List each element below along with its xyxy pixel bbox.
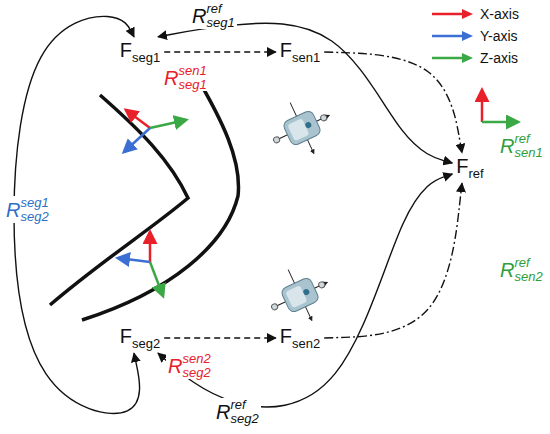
imu-sensor xyxy=(260,257,339,334)
frame-letter: F xyxy=(120,39,132,61)
legend-entry: Y-axis xyxy=(430,28,518,44)
frame-label: Fsen2 xyxy=(276,323,324,353)
rotation-label: Rrefseg1 xyxy=(190,2,237,29)
transform-connector xyxy=(14,16,140,413)
frame-label: Fsen1 xyxy=(276,37,324,67)
rotation-symbol: R xyxy=(6,199,20,221)
rotation-index: sen2 xyxy=(514,270,542,284)
frame-letter: F xyxy=(456,155,468,177)
limb-outline xyxy=(50,95,188,305)
transform-connector xyxy=(164,51,276,52)
rotation-indices: refsen1 xyxy=(514,132,542,159)
rotation-index: ref xyxy=(514,132,542,146)
rotation-index: seg2 xyxy=(230,412,258,426)
legend-text: Y-axis xyxy=(480,28,518,44)
frame-letter: F xyxy=(280,325,292,347)
frame-label: Fseg2 xyxy=(116,323,164,353)
transform-connector xyxy=(324,52,462,153)
legend-text: X-axis xyxy=(480,6,519,22)
frame-name: Fsen1 xyxy=(280,39,320,61)
rotation-label: Rrefsen2 xyxy=(498,256,545,283)
rotation-label: Rsen1seg1 xyxy=(162,64,209,91)
rotation-index: ref xyxy=(206,2,234,16)
frame-subscript: seg1 xyxy=(132,50,160,65)
rotation-indices: refseg2 xyxy=(230,398,258,425)
rotation-index: seg2 xyxy=(182,366,210,380)
frame-subscript: sen1 xyxy=(292,50,320,65)
rotation-index: seg1 xyxy=(20,196,48,210)
rotation-index: sen2 xyxy=(182,352,210,366)
rotation-index: ref xyxy=(230,398,258,412)
rotation-label: Rsen2seg2 xyxy=(166,352,213,379)
rotation-symbol: R xyxy=(500,135,514,157)
frame-label: Fref xyxy=(452,153,487,183)
rotation-indices: seg1seg2 xyxy=(20,196,48,223)
frame-subscript: ref xyxy=(469,166,484,181)
legend-arrow xyxy=(430,8,474,20)
transform-connector xyxy=(158,174,452,407)
rotation-index: sen1 xyxy=(514,146,542,160)
frame-name: Fseg2 xyxy=(120,325,160,347)
imu-sensor xyxy=(262,90,341,167)
limb-outline xyxy=(82,74,239,320)
reference-axes xyxy=(482,90,518,122)
rotation-label: Rrefseg2 xyxy=(214,398,261,425)
rotation-indices: refsen2 xyxy=(514,256,542,283)
frame-label: Fseg1 xyxy=(116,37,164,67)
rotation-index: seg2 xyxy=(20,210,48,224)
transform-connector xyxy=(158,23,452,163)
legend-text: Z-axis xyxy=(480,50,518,66)
frame-subscript: sen2 xyxy=(292,336,320,351)
legend-arrow xyxy=(430,30,474,42)
transform-connector xyxy=(164,337,276,338)
legend-entry: X-axis xyxy=(430,6,519,22)
rotation-symbol: R xyxy=(500,259,514,281)
rotation-indices: sen2seg2 xyxy=(182,352,210,379)
frame-subscript: seg2 xyxy=(132,336,160,351)
rotation-symbol: R xyxy=(168,355,182,377)
segment1-axes xyxy=(124,110,186,152)
rotation-index: ref xyxy=(514,256,542,270)
rotation-symbol: R xyxy=(192,5,206,27)
rotation-index: seg1 xyxy=(206,16,234,30)
rotation-label: Rrefsen1 xyxy=(498,132,545,159)
legend-entry: Z-axis xyxy=(430,50,518,66)
rotation-symbol: R xyxy=(164,67,178,89)
rotation-symbol: R xyxy=(216,401,230,423)
rotation-label: Rseg1seg2 xyxy=(4,196,51,223)
segment2-axes xyxy=(118,232,163,296)
frame-letter: F xyxy=(120,325,132,347)
transform-connector xyxy=(324,183,462,338)
frame-letter: F xyxy=(280,39,292,61)
frame-name: Fseg1 xyxy=(120,39,160,61)
frame-name: Fsen2 xyxy=(280,325,320,347)
rotation-index: seg1 xyxy=(178,78,206,92)
rotation-index: sen1 xyxy=(178,64,206,78)
frame-name: Fref xyxy=(456,155,483,177)
rotation-indices: sen1seg1 xyxy=(178,64,206,91)
rotation-indices: refseg1 xyxy=(206,2,234,29)
legend-arrow xyxy=(430,52,474,64)
